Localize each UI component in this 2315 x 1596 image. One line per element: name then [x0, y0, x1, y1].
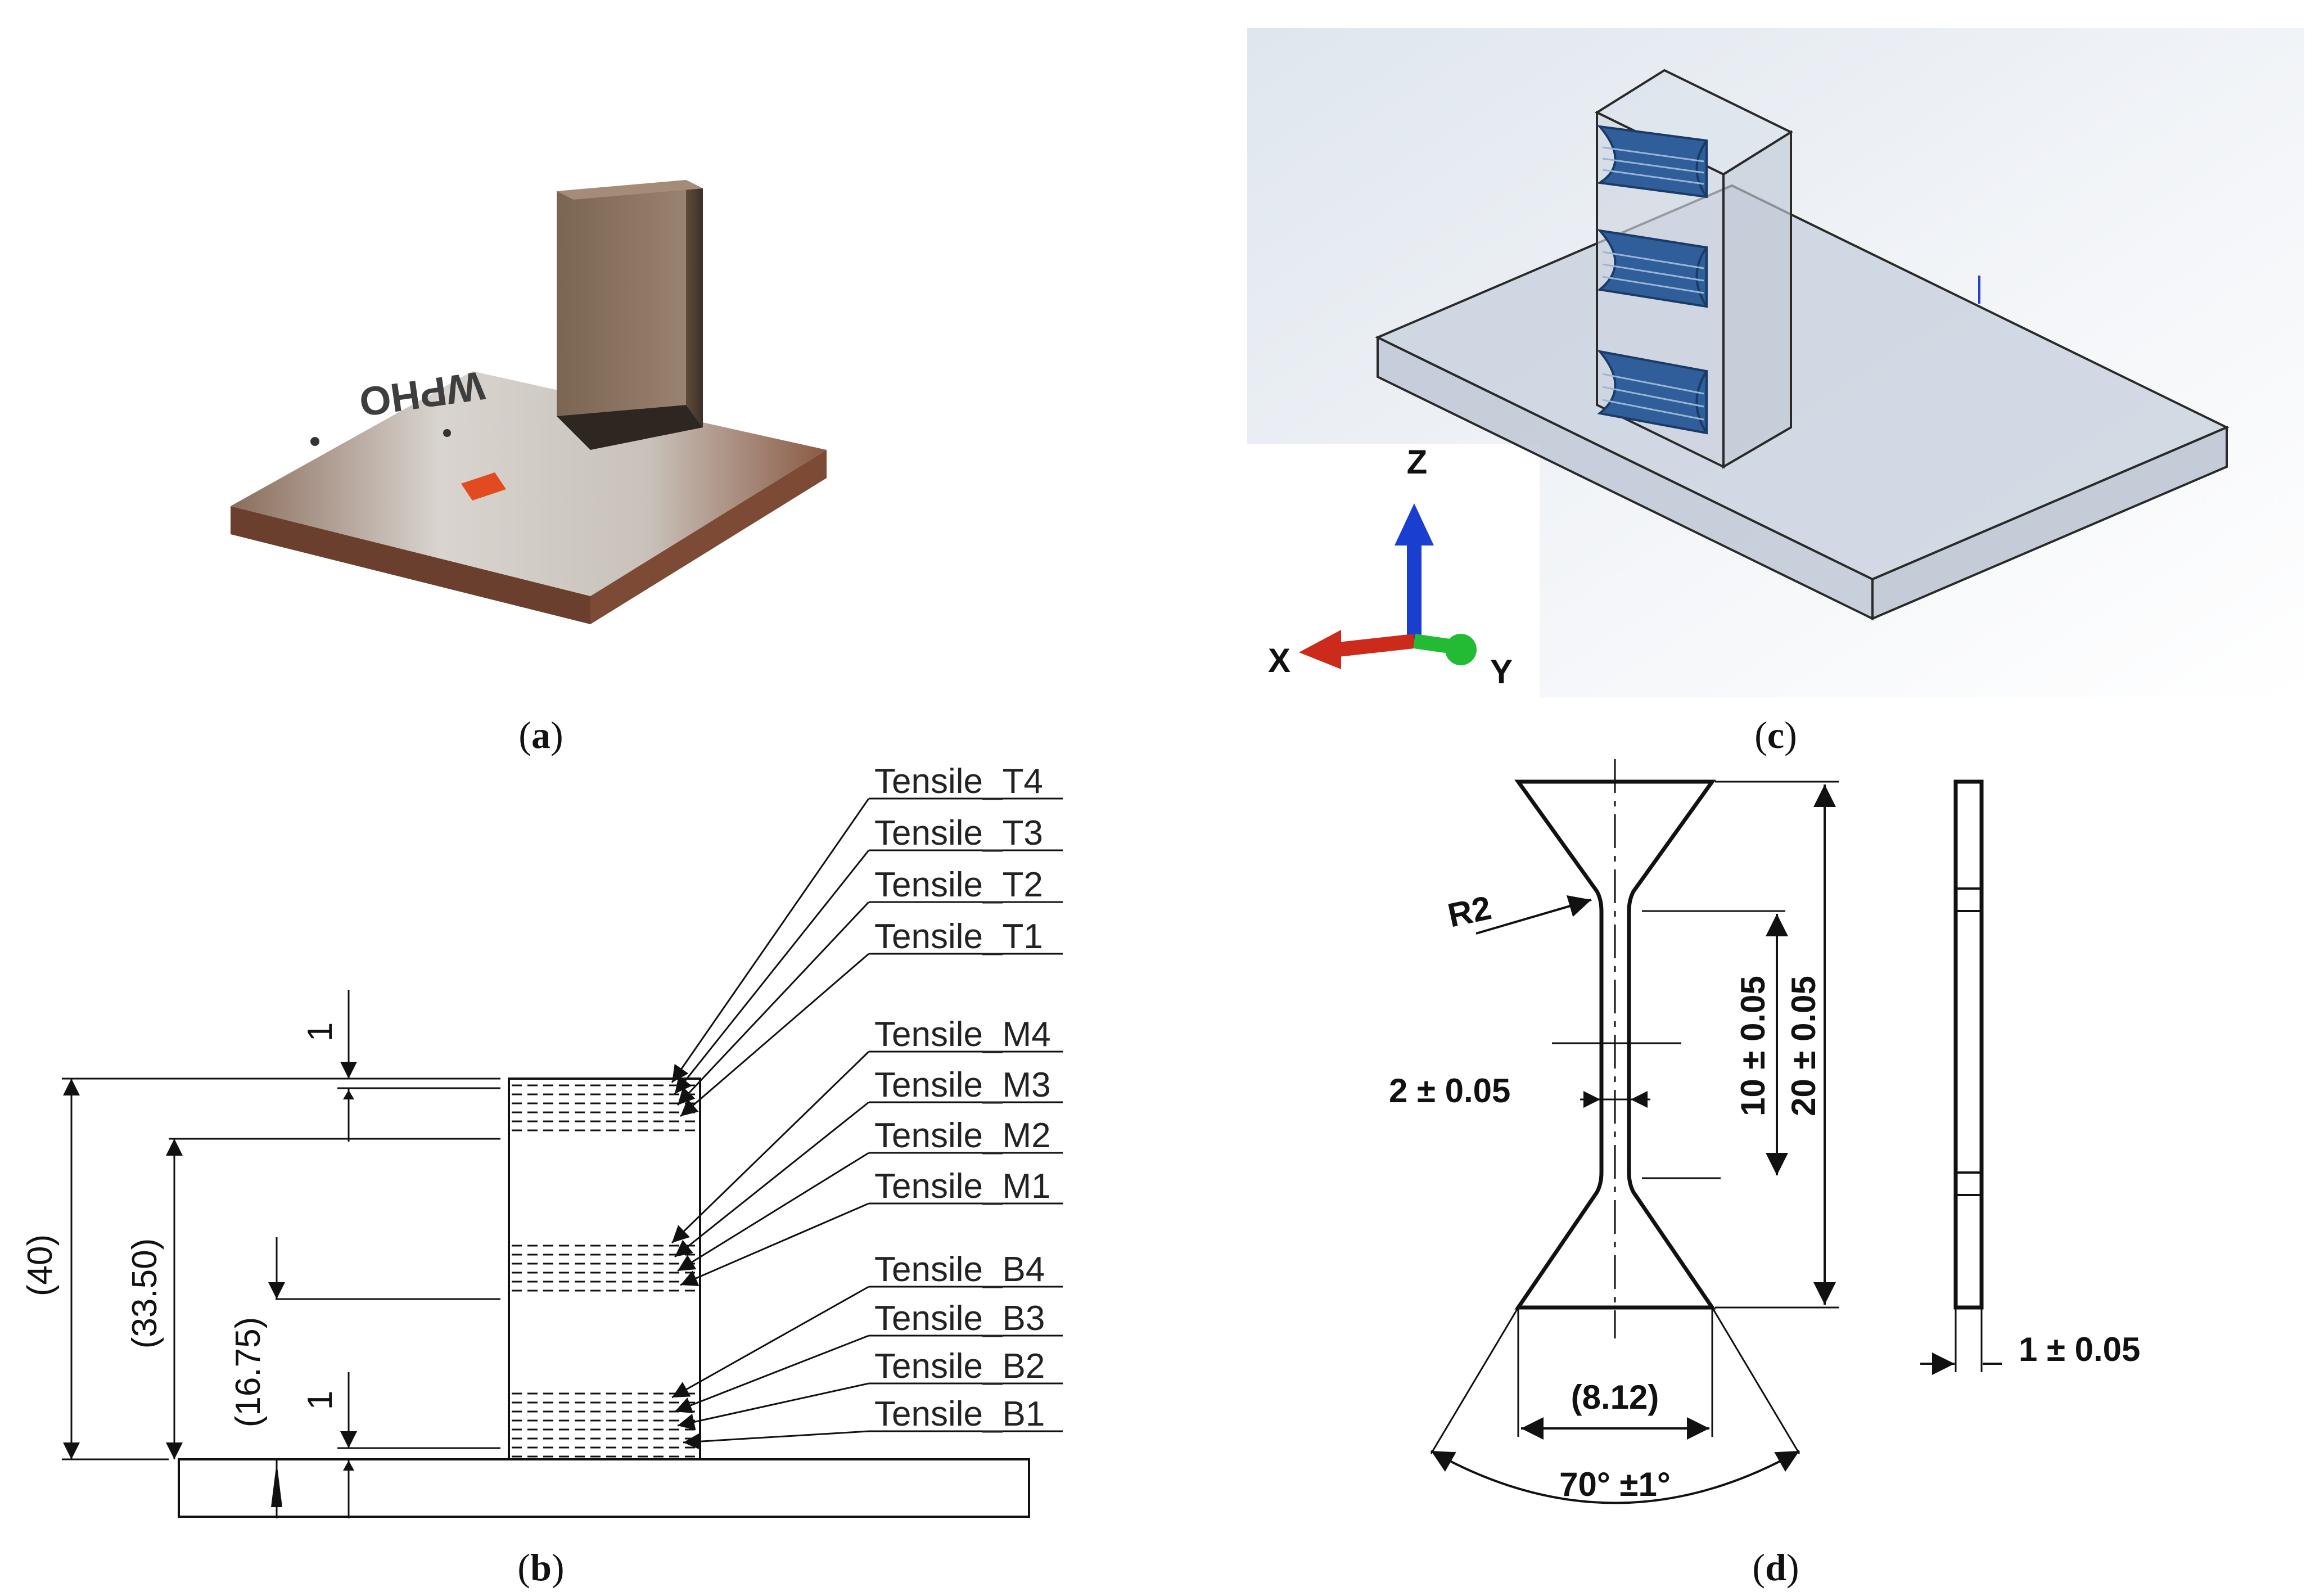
specimen-slots-bottom [512, 1392, 697, 1458]
dim-gap-bottom-text: 1 [301, 1391, 340, 1410]
caption-d: (d) [1752, 1546, 1799, 1589]
wall-face [557, 180, 686, 416]
label-tensile-t2: Tensile_T2 [874, 865, 1043, 904]
panel-d-labels: R2 2 ± 0.05 10 ± 0.05 20 ± 0.05 (8.12) 7… [1389, 889, 2140, 1503]
side-view [1953, 779, 1984, 1310]
dim-3350-text: (33.50) [125, 1238, 164, 1349]
base-plate [178, 1458, 1030, 1518]
plate-top [231, 371, 827, 596]
wall-edge [686, 180, 703, 427]
axis-triad: Z X Y [1268, 443, 1513, 691]
panel-b-drawing [62, 797, 1063, 1518]
wall-top [557, 180, 703, 200]
plate-side-edge [590, 450, 827, 624]
panel-b-labels: Tensile_T4 Tensile_T3 Tensile_T2 Tensile… [21, 762, 1051, 1433]
angle-label: 70° ±1° [1559, 1466, 1671, 1503]
radius-label: R2 [1445, 889, 1495, 934]
label-tensile-m2: Tensile_M2 [874, 1116, 1051, 1155]
label-tensile-t3: Tensile_T3 [874, 814, 1043, 853]
label-tensile-t1: Tensile_T1 [874, 917, 1043, 956]
panel-d-drawing [1430, 759, 2002, 1504]
caption-c: (c) [1754, 714, 1797, 756]
hole [310, 437, 319, 446]
specimen-stack-bottom [1596, 350, 1708, 435]
caption-a: (a) [518, 714, 563, 756]
panel-a-photo: WPHO [231, 180, 827, 624]
label-tensile-b3: Tensile_B3 [874, 1299, 1045, 1338]
radius-leader [1475, 895, 1592, 935]
label-tensile-b2: Tensile_B2 [874, 1347, 1045, 1386]
wall-side-face [1722, 130, 1792, 469]
label-tensile-m1: Tensile_M1 [874, 1167, 1051, 1206]
wall-section [508, 1077, 701, 1460]
axis-inset [1247, 444, 1540, 697]
wall-shadow [557, 405, 703, 450]
specimen-stack-top [1596, 125, 1708, 199]
plate-front-face [1377, 335, 1874, 621]
orange-mark [461, 472, 506, 501]
panel-c-cad: Z X Y [1247, 28, 2304, 697]
caption-b: (b) [517, 1546, 564, 1589]
dim-1675-text: (16.75) [229, 1317, 268, 1427]
length-label: 20 ± 0.05 [1785, 976, 1822, 1116]
angle-arc [1430, 1450, 1800, 1504]
leader-lines [671, 797, 1063, 1450]
plate-front-edge [231, 506, 590, 624]
gauge-label: 10 ± 0.05 [1734, 976, 1772, 1116]
specimen-stack-middle [1596, 229, 1708, 308]
grip-label: (8.12) [1571, 1378, 1659, 1416]
z-axis-label: Z [1407, 443, 1428, 481]
hole [443, 429, 451, 437]
width-label: 2 ± 0.05 [1389, 1072, 1510, 1110]
dim-40-text: (40) [21, 1234, 60, 1296]
label-tensile-b1: Tensile_B1 [874, 1395, 1045, 1433]
x-axis-label: X [1268, 642, 1290, 679]
specimen-slots-top [512, 1084, 697, 1131]
x-axis-arrow [1337, 634, 1415, 657]
specimen-slots-middle [512, 1245, 697, 1292]
dim-gap-top-text: 1 [301, 1022, 340, 1042]
thickness-label: 1 ± 0.05 [2019, 1331, 2140, 1368]
label-tensile-t4: Tensile_T4 [874, 762, 1043, 801]
label-tensile-b4: Tensile_B4 [874, 1250, 1045, 1289]
label-tensile-m3: Tensile_M3 [874, 1066, 1051, 1104]
y-axis-label: Y [1490, 653, 1513, 691]
label-tensile-m4: Tensile_M4 [874, 1015, 1051, 1054]
